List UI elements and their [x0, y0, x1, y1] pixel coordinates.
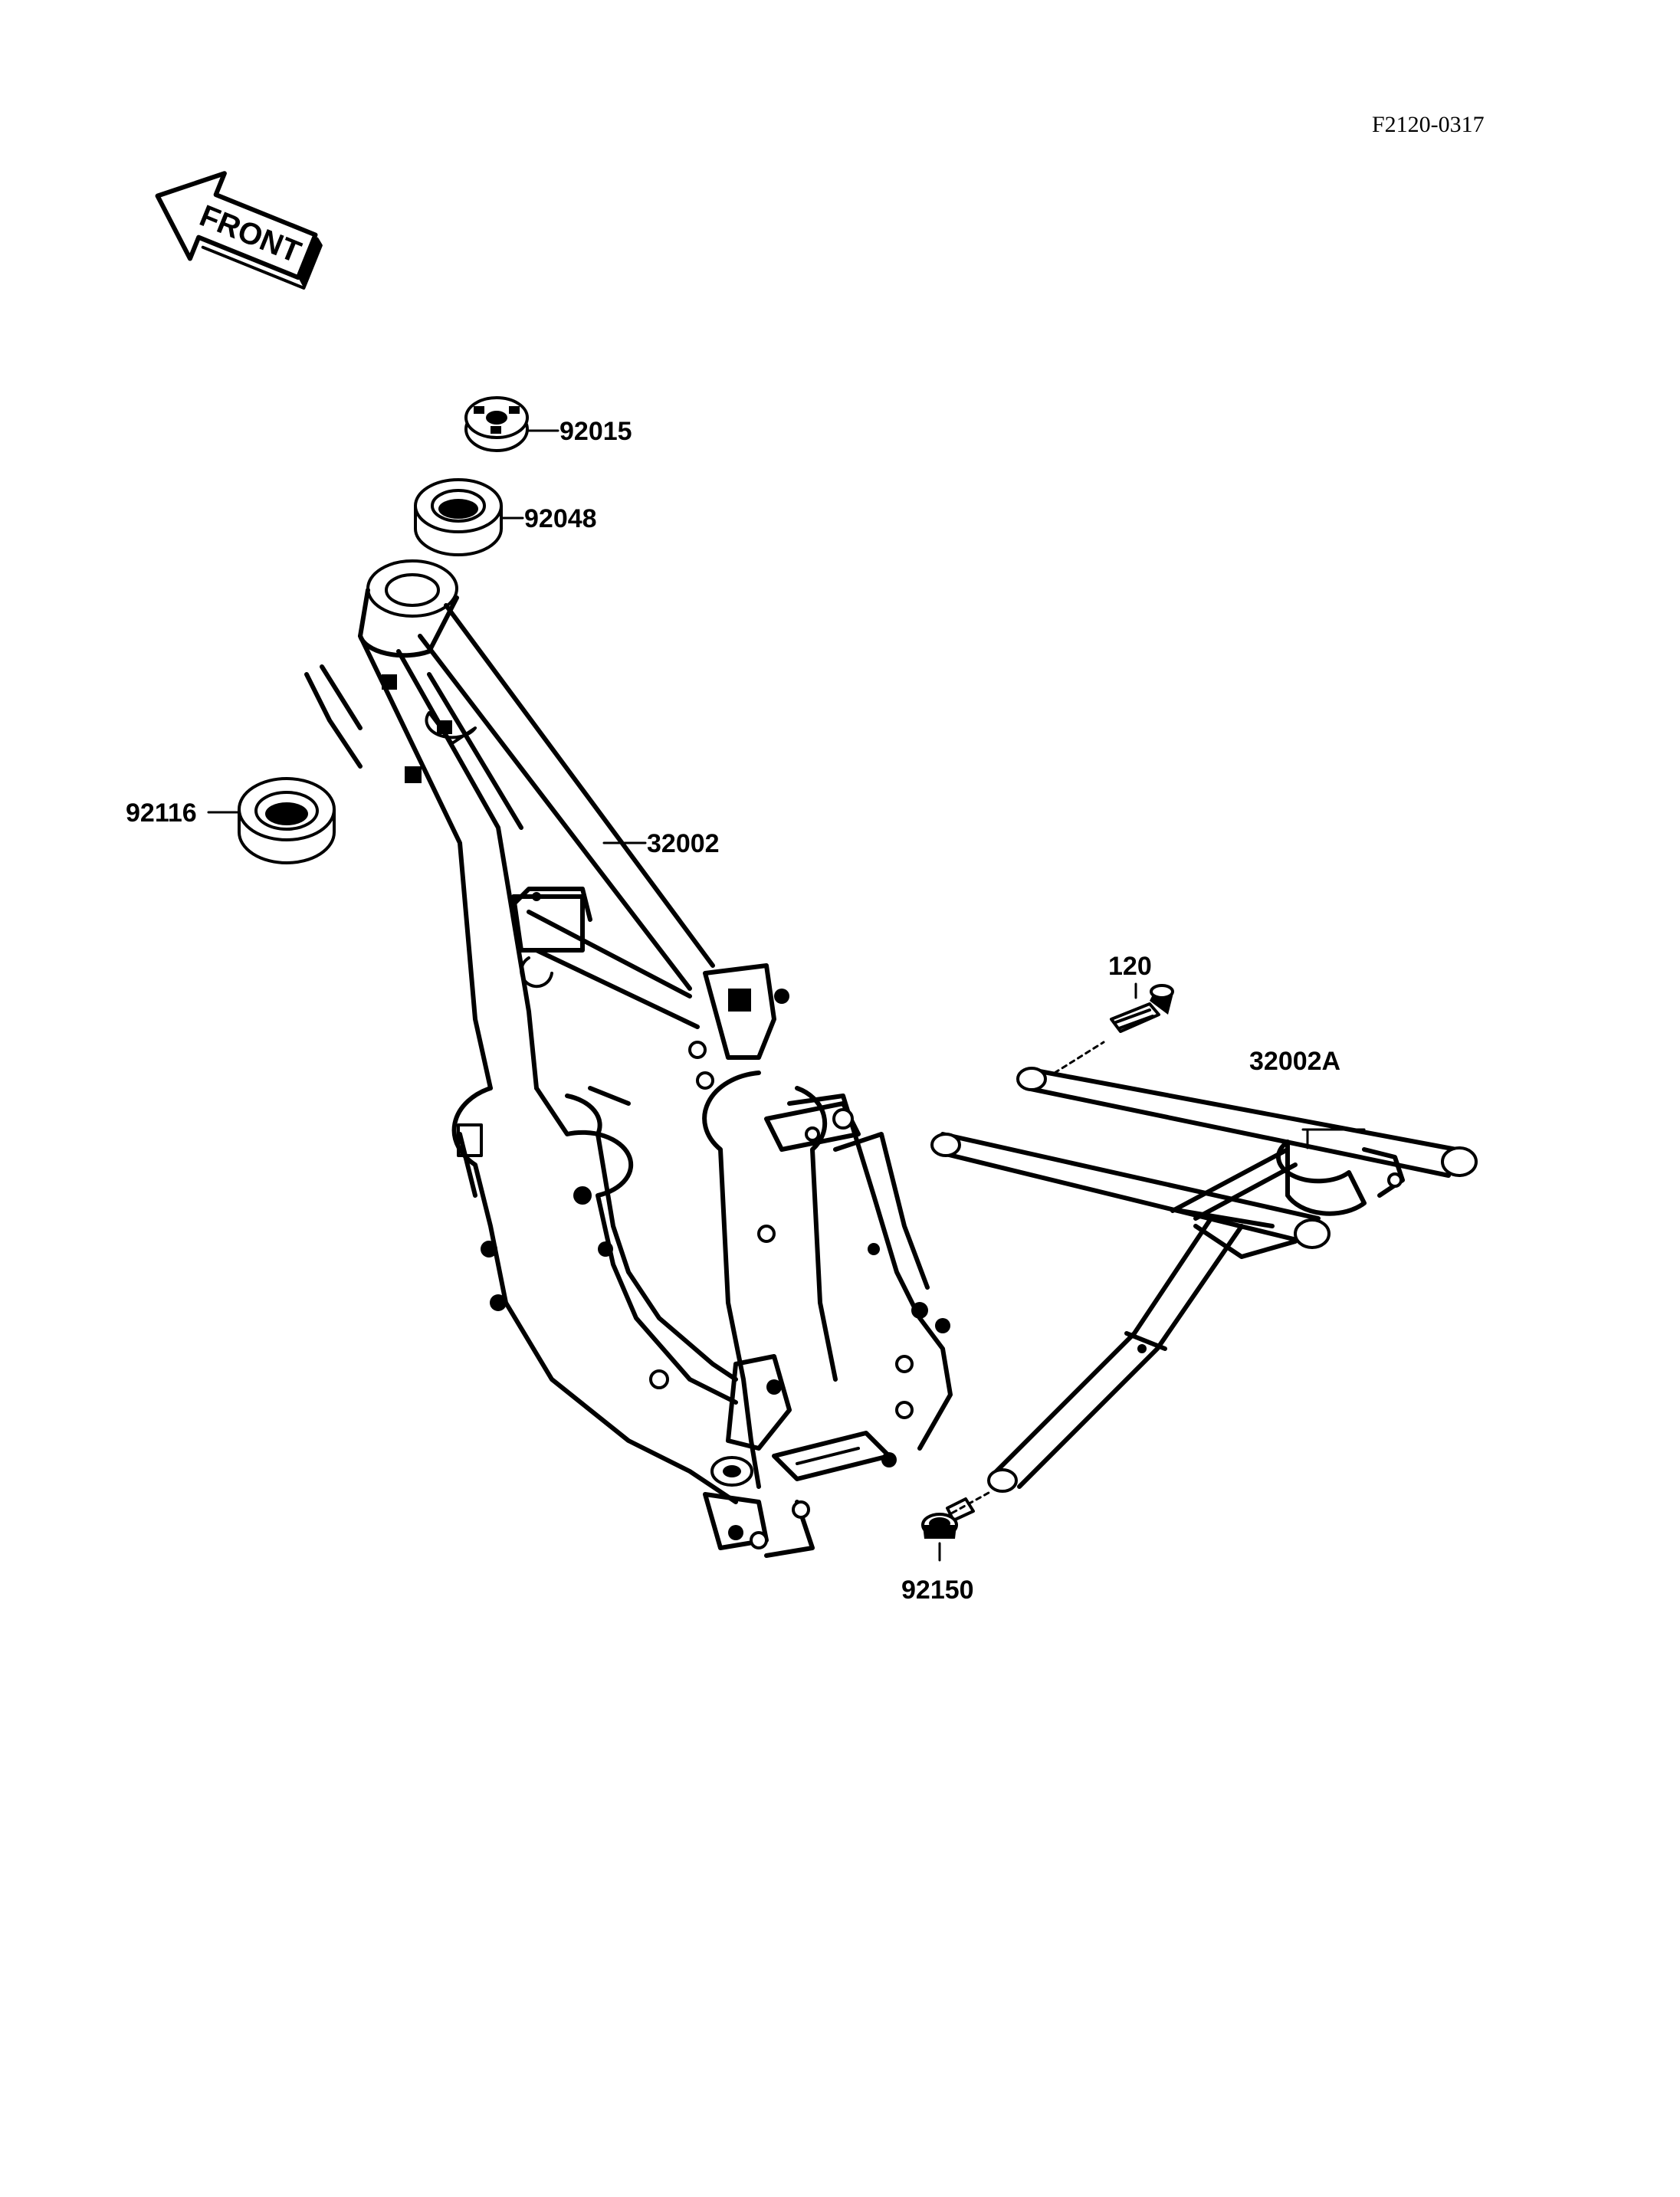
flanged-bolt-icon	[921, 1491, 990, 1539]
bolt-icon	[1110, 984, 1174, 1033]
front-arrow-icon: FRONT	[155, 171, 323, 290]
reference-code: F2120-0317	[1372, 112, 1485, 137]
part-label-92116: 92116	[126, 798, 197, 828]
nut-icon	[464, 396, 529, 452]
part-label-120: 120	[1108, 952, 1152, 981]
head-bearing-icon	[238, 777, 336, 864]
part-label-92150: 92150	[901, 1576, 974, 1605]
part-label-32002A: 32002A	[1249, 1047, 1340, 1076]
part-label-92048: 92048	[524, 504, 597, 533]
part-label-32002: 32002	[647, 829, 720, 858]
part-label-92015: 92015	[559, 417, 632, 446]
frame-icon	[304, 559, 953, 1558]
rear-subframe-icon	[930, 1067, 1478, 1493]
stem-cap-icon	[414, 478, 503, 556]
